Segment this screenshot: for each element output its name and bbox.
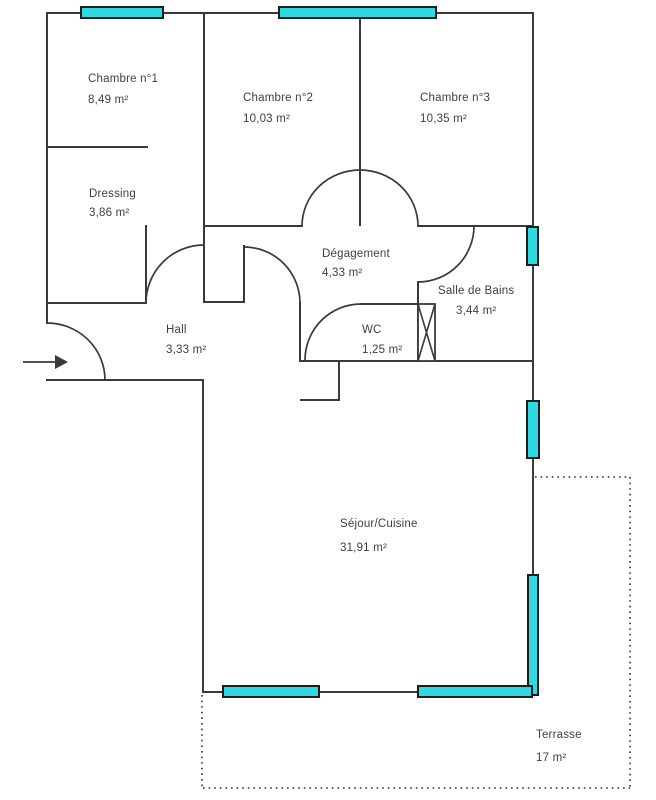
room-area-chambre2: 10,03 m²: [243, 113, 290, 125]
room-area-salle-de-bains: 3,44 m²: [456, 305, 496, 317]
room-label-hall: Hall: [166, 324, 187, 336]
entrance-arrow-icon: [23, 355, 68, 369]
window-salle-de-bains-right: [526, 226, 539, 266]
door-arc-salle-de-bains: [417, 225, 475, 283]
room-label-terrasse: Terrasse: [536, 729, 582, 741]
room-label-degagement: Dégagement: [322, 248, 390, 260]
room-area-sejour-cuisine: 31,91 m²: [340, 542, 387, 554]
window-chambre1-top: [80, 6, 164, 19]
room-area-chambre3: 10,35 m²: [420, 113, 467, 125]
room-area-dressing: 3,86 m²: [89, 207, 129, 219]
room-label-chambre3: Chambre n°3: [420, 92, 490, 104]
window-sejour-right-lower: [527, 574, 539, 696]
door-arch-degagement: [301, 169, 419, 227]
door-arc-wc: [304, 303, 362, 361]
window-sejour-right-upper: [526, 400, 540, 459]
room-label-sejour-cuisine: Séjour/Cuisine: [340, 518, 418, 530]
room-area-terrasse: 17 m²: [536, 752, 566, 764]
door-arc-dressing: [145, 244, 205, 304]
room-area-chambre1: 8,49 m²: [88, 94, 128, 106]
room-area-hall: 3,33 m²: [166, 344, 206, 356]
room-area-degagement: 4,33 m²: [322, 267, 362, 279]
window-chambre2-chambre3-top: [278, 6, 437, 19]
door-arc-hall-degagement: [243, 246, 301, 304]
window-sejour-bottom-right: [417, 685, 533, 698]
room-area-wc: 1,25 m²: [362, 344, 402, 356]
terrasse-dotted-outline: [201, 476, 631, 789]
room-label-dressing: Dressing: [89, 188, 136, 200]
room-label-chambre1: Chambre n°1: [88, 73, 158, 85]
room-label-chambre2: Chambre n°2: [243, 92, 313, 104]
duct-x-marker: [417, 303, 436, 362]
door-arc-entrance: [46, 322, 106, 381]
room-label-salle-de-bains: Salle de Bains: [438, 285, 514, 297]
room-label-wc: WC: [362, 324, 382, 336]
window-sejour-bottom-left: [222, 685, 320, 698]
